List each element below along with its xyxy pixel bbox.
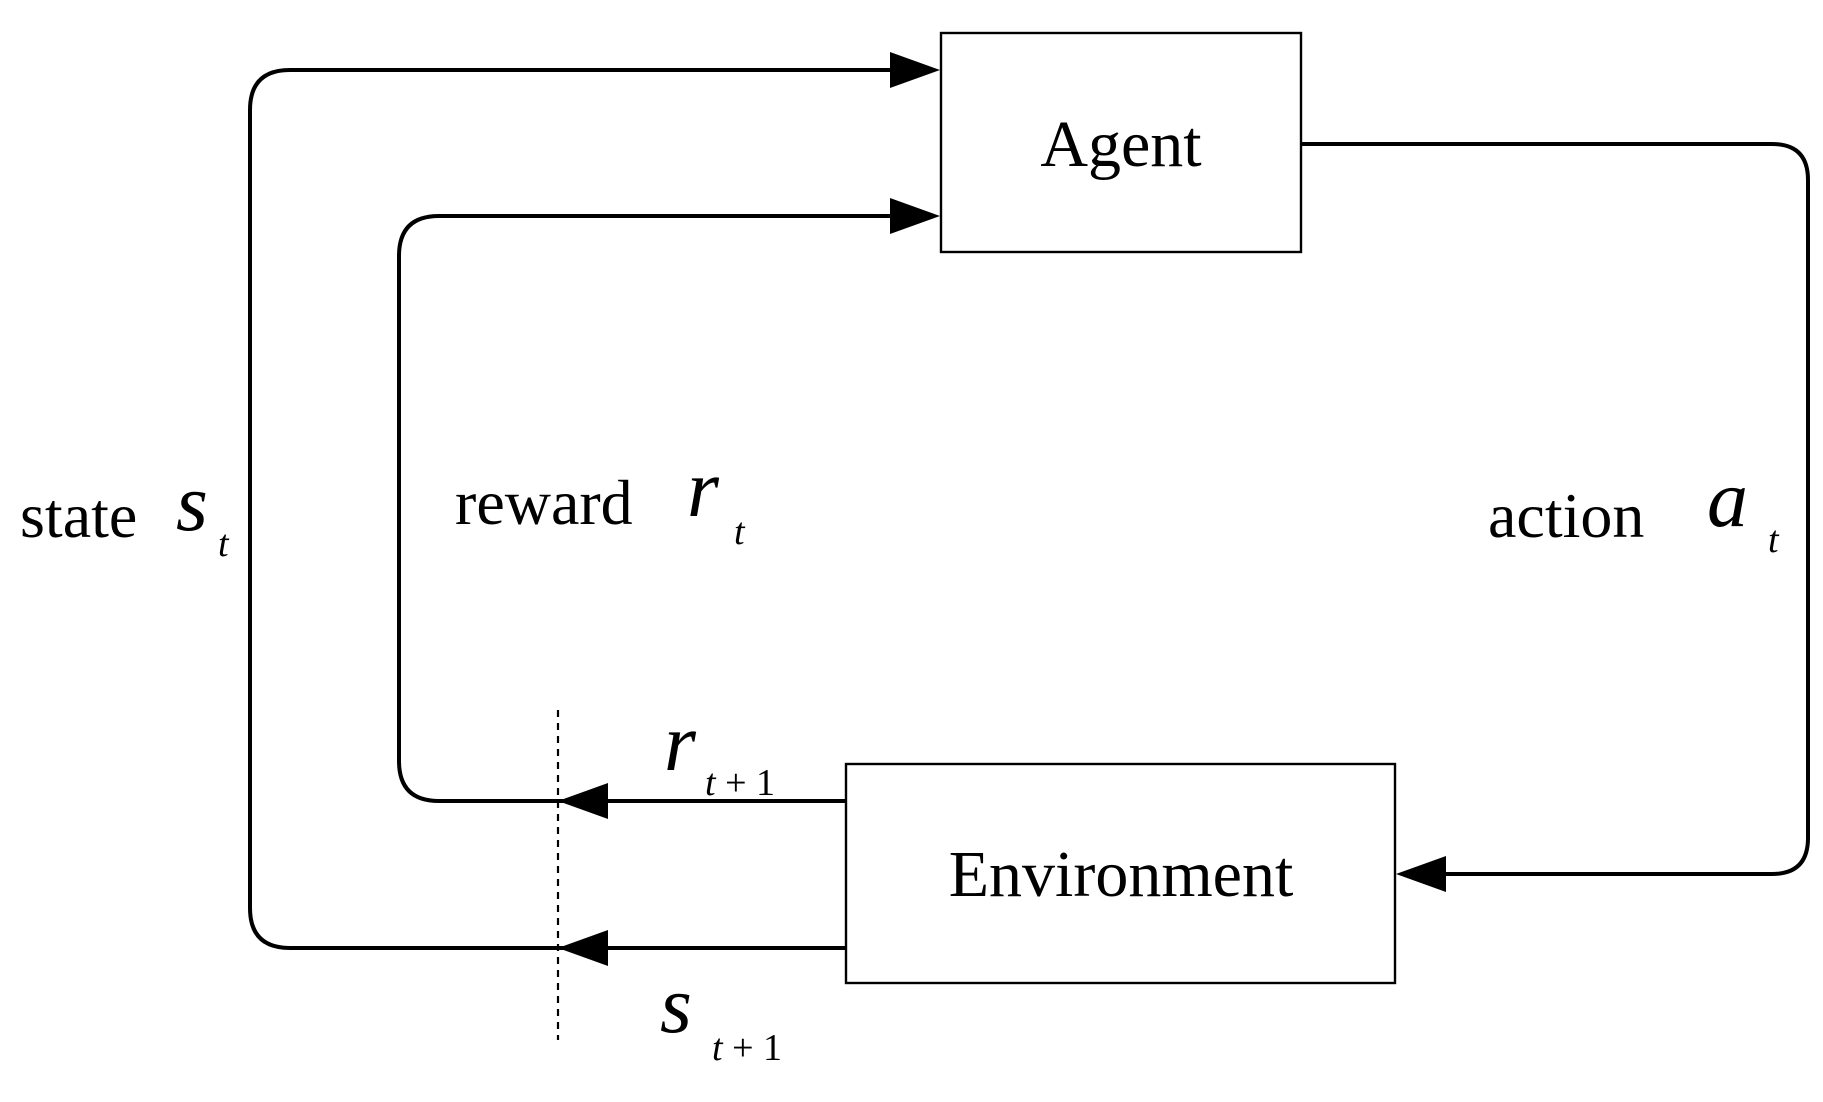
agent-label: Agent (1040, 108, 1201, 181)
agent-node: Agent (939, 31, 1303, 254)
next-state-symbol: s (660, 959, 692, 1050)
next-reward-label-group: r t + 1 (664, 697, 775, 804)
state-subscript: t (218, 523, 230, 565)
next-state-subscript: t + 1 (712, 1027, 782, 1069)
environment-label: Environment (949, 838, 1294, 911)
action-subscript: t (1768, 519, 1780, 561)
action-label: action (1488, 480, 1644, 551)
action-edge (1301, 142, 1810, 892)
state-label: state (20, 480, 137, 551)
action-label-group: action a t (1488, 453, 1780, 561)
reward-arrow-line (397, 214, 896, 803)
state-label-group: state s t (20, 457, 230, 565)
action-symbol: a (1707, 453, 1748, 544)
reward-label: reward (455, 467, 633, 538)
next-state-label-group: s t + 1 (660, 959, 782, 1069)
state-edge (248, 52, 940, 966)
state-symbol: s (176, 457, 208, 548)
state-arrowhead (890, 52, 940, 88)
next-state-arrowhead (558, 930, 608, 966)
next-reward-subscript-rest: + 1 (716, 762, 775, 804)
next-reward-subscript: t + 1 (705, 762, 775, 804)
next-reward-arrowhead (558, 783, 608, 819)
next-reward-subscript-var: t (705, 762, 717, 804)
agent-box (939, 31, 1303, 254)
state-arrow-line (248, 68, 896, 950)
next-state-subscript-rest: + 1 (723, 1027, 782, 1069)
reward-edge (397, 198, 940, 819)
reward-label-group: reward r t (455, 443, 746, 553)
environment-box (844, 762, 1397, 985)
reward-symbol: r (687, 443, 720, 534)
next-reward-symbol: r (664, 697, 697, 788)
reward-subscript: t (734, 511, 746, 553)
action-arrowhead (1396, 856, 1446, 892)
reward-arrowhead (890, 198, 940, 234)
next-state-subscript-var: t (712, 1027, 724, 1069)
environment-node: Environment (844, 762, 1397, 985)
action-arrow-line (1301, 142, 1810, 876)
